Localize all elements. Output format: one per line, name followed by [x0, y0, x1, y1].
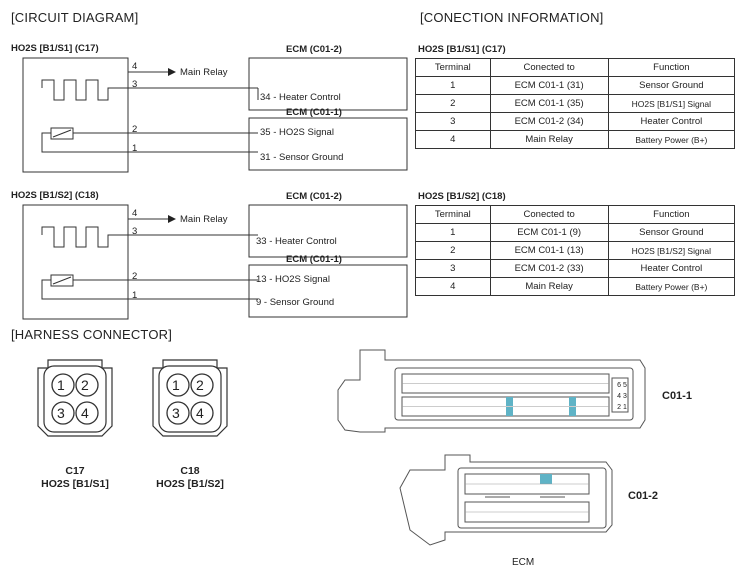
table-header-row: Terminal Conected to Function [415, 58, 735, 77]
c18-code: C18 [180, 465, 200, 477]
pin-1: 1 [132, 290, 138, 301]
ecm-c01-1-title: ECM (C01-1) [286, 254, 342, 265]
ecm-pin-sensor-ground: 31 - Sensor Ground [260, 152, 344, 163]
c17-pin-4: 4 [81, 405, 89, 421]
pin-2: 2 [132, 124, 138, 135]
pin-3: 3 [132, 79, 138, 90]
c01-2-label: C01-2 [628, 490, 658, 502]
c18-name: HO2S [B1/S2] [156, 478, 224, 490]
c01-2-pin-grid [465, 483, 589, 513]
c01-1-pin-5: 5 [622, 382, 627, 389]
c18-pin-1: 1 [172, 377, 180, 393]
table-title-b1s1: HO2S [B1/S1] (C17) [418, 44, 506, 55]
ecm-label: ECM [512, 557, 535, 568]
c01-1-pin-4: 4 [617, 393, 622, 400]
table-header-row: Terminal Conected to Function [415, 205, 735, 224]
table-row: 3 ECM C01-2 (33) Heater Control [415, 259, 735, 278]
c01-1-pin-3: 3 [622, 393, 627, 400]
c17-pin-3: 3 [57, 405, 65, 421]
table-row: 2 ECM C01-1 (35) HO2S [B1/S1] Signal [415, 94, 735, 113]
c01-1-pin-grid [402, 383, 609, 407]
pin-2: 2 [132, 271, 138, 282]
cell-terminal: 4 [415, 277, 491, 296]
c18-pin-4: 4 [196, 405, 204, 421]
ecm-pin-heater-control: 34 - Heater Control [260, 92, 341, 103]
cell-function: Battery Power (B+) [607, 277, 735, 296]
ecm-pin-sensor-ground: 9 - Sensor Ground [256, 297, 335, 308]
ecm-pin-ho2s-signal: 35 - HO2S Signal [260, 127, 334, 138]
table-row: 1 ECM C01-1 (9) Sensor Ground [415, 223, 735, 242]
pin-3: 3 [132, 226, 138, 237]
circuit-diagram-title: [CIRCUIT DIAGRAM] [11, 10, 139, 25]
c18-pin-3: 3 [172, 405, 180, 421]
sensor-title-b1s2: HO2S [B1/S2] (C18) [11, 190, 99, 201]
pin-4: 4 [132, 208, 138, 219]
ecm-c01-2-title: ECM (C01-2) [286, 191, 342, 202]
connection-table-b1s2: Terminal Conected to Function 1 ECM C01-… [415, 205, 735, 296]
pin-1: 1 [132, 143, 138, 154]
c01-1-label: C01-1 [662, 390, 692, 402]
ecm-c01-1-title: ECM (C01-1) [286, 107, 342, 118]
c17-pin-2: 2 [81, 377, 89, 393]
connection-info-title: [CONECTION INFORMATION] [420, 10, 604, 25]
table-row: 1 ECM C01-1 (31) Sensor Ground [415, 76, 735, 95]
c17-name: HO2S [B1/S1] [41, 478, 109, 490]
c18-caption: C18 HO2S [B1/S2] [145, 465, 235, 491]
cell-function: Battery Power (B+) [607, 130, 735, 149]
pin-4: 4 [132, 61, 138, 72]
ecm-pin-heater-control: 33 - Heater Control [256, 236, 337, 247]
c01-1-pin-6: 6 [617, 382, 622, 389]
harness-connector-title: [HARNESS CONNECTOR] [11, 327, 173, 342]
c17-pin-1: 1 [57, 377, 65, 393]
sensor-title-b1s1: HO2S [B1/S1] (C17) [11, 43, 99, 54]
ecm-pin-ho2s-signal: 13 - HO2S Signal [256, 274, 330, 285]
table-row: 3 ECM C01-2 (34) Heater Control [415, 112, 735, 131]
table-row: 4 Main Relay Battery Power (B+) [415, 130, 735, 149]
c18-pin-2: 2 [196, 377, 204, 393]
connection-table-b1s1: Terminal Conected to Function 1 ECM C01-… [415, 58, 735, 149]
c01-1-side-pins: 6 5 4 3 2 1 [615, 380, 629, 413]
ecm-c01-2-title: ECM (C01-2) [286, 44, 342, 55]
c17-caption: C17 HO2S [B1/S1] [30, 465, 120, 491]
main-relay-label: Main Relay [180, 214, 228, 225]
c01-1-pin-1: 1 [622, 404, 627, 411]
main-relay-label: Main Relay [180, 67, 228, 78]
table-row: 2 ECM C01-1 (13) HO2S [B1/S2] Signal [415, 241, 735, 260]
c01-1-pin-2: 2 [617, 404, 622, 411]
c17-code: C17 [65, 465, 85, 477]
table-row: 4 Main Relay Battery Power (B+) [415, 277, 735, 296]
table-title-b1s2: HO2S [B1/S2] (C18) [418, 191, 506, 202]
